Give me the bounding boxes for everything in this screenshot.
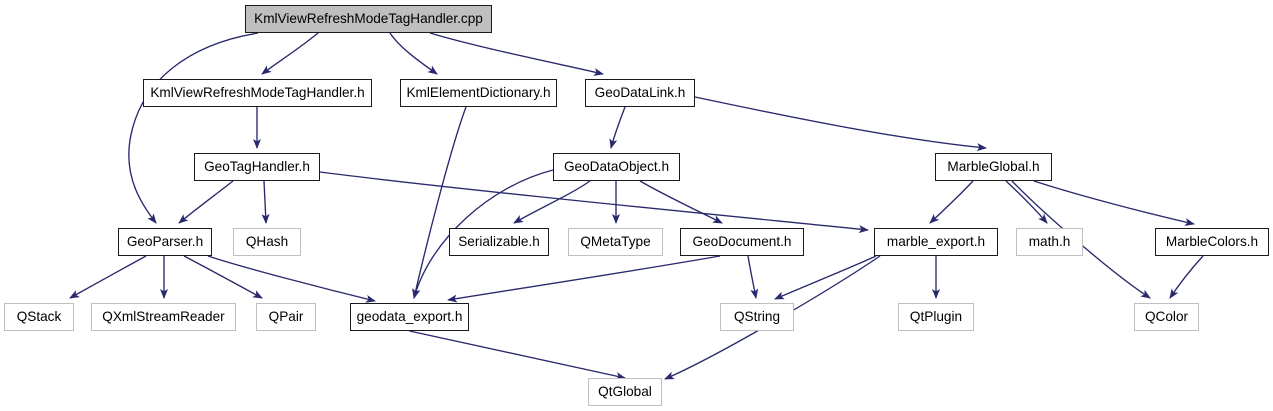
edge-geodataobject-to-geodocument xyxy=(639,180,723,224)
edge-marbleexport-to-qstring xyxy=(774,255,877,300)
graph-node-qpair[interactable]: QPair xyxy=(256,303,316,331)
edge-geodatalink-to-geodataobject xyxy=(609,106,626,149)
edge-geotaghandler-to-qhash xyxy=(261,180,270,224)
graph-node-mathh[interactable]: math.h xyxy=(1016,228,1083,256)
graph-node-geodataobject[interactable]: GeoDataObject.h xyxy=(553,153,680,181)
edge-root-to-geodatalink xyxy=(429,32,604,76)
edge-marblecolors-to-qcolor xyxy=(1169,255,1204,299)
graph-node-qxmlstream[interactable]: QXmlStreamReader xyxy=(91,303,236,331)
edge-kmleldict-to-geodataexport xyxy=(412,106,467,299)
graph-node-geodocument[interactable]: GeoDocument.h xyxy=(680,228,804,256)
edge-root-to-kmleldict xyxy=(389,32,438,75)
graph-node-qcolor[interactable]: QColor xyxy=(1134,303,1199,331)
graph-node-marblecolors[interactable]: MarbleColors.h xyxy=(1155,228,1269,256)
graph-node-geodatalink[interactable]: GeoDataLink.h xyxy=(585,79,695,107)
graph-node-qmetatype[interactable]: QMetaType xyxy=(568,228,663,256)
graph-node-geodataexport[interactable]: geodata_export.h xyxy=(350,303,469,331)
edge-marbleglobal-to-marbleexport xyxy=(929,180,974,224)
edge-root-to-geoparser xyxy=(128,32,259,224)
graph-node-geotaghandler[interactable]: GeoTagHandler.h xyxy=(194,153,320,181)
graph-node-marbleexport[interactable]: marble_export.h xyxy=(874,228,998,256)
graph-node-kmleldict[interactable]: KmlElementDictionary.h xyxy=(400,79,557,107)
graph-node-qtglobal[interactable]: QtGlobal xyxy=(588,378,662,406)
graph-node-qstack[interactable]: QStack xyxy=(4,303,74,331)
edge-geoparser-to-qpair xyxy=(183,255,263,299)
edge-geodocument-to-geodataexport xyxy=(447,255,721,303)
edge-geoparser-to-qstack xyxy=(69,255,147,299)
graph-node-root[interactable]: KmlViewRefreshModeTagHandler.cpp xyxy=(245,5,492,33)
edge-marbleglobal-to-mathh xyxy=(1005,180,1048,224)
graph-node-qstring[interactable]: QString xyxy=(720,303,794,331)
graph-node-kmlvrmth[interactable]: KmlViewRefreshModeTagHandler.h xyxy=(143,79,372,107)
edge-geodataexport-to-qtglobal xyxy=(409,330,626,380)
edge-geodataobject-to-serializable xyxy=(513,180,591,224)
graph-node-serializable[interactable]: Serializable.h xyxy=(449,228,549,256)
graph-node-geoparser[interactable]: GeoParser.h xyxy=(118,228,212,256)
edge-geodatalink-to-marbleglobal xyxy=(694,96,987,152)
graph-node-marbleglobal[interactable]: MarbleGlobal.h xyxy=(935,153,1052,181)
graph-node-qtplugin[interactable]: QtPlugin xyxy=(898,303,974,331)
edge-geoparser-to-geodataexport xyxy=(207,255,376,303)
edge-geodocument-to-qstring xyxy=(747,255,759,299)
edge-root-to-kmlvrmth xyxy=(261,32,319,75)
edge-marbleglobal-to-marblecolors xyxy=(1033,180,1195,226)
edge-geotaghandler-to-geoparser xyxy=(178,180,234,224)
graph-node-qhash[interactable]: QHash xyxy=(233,228,301,256)
